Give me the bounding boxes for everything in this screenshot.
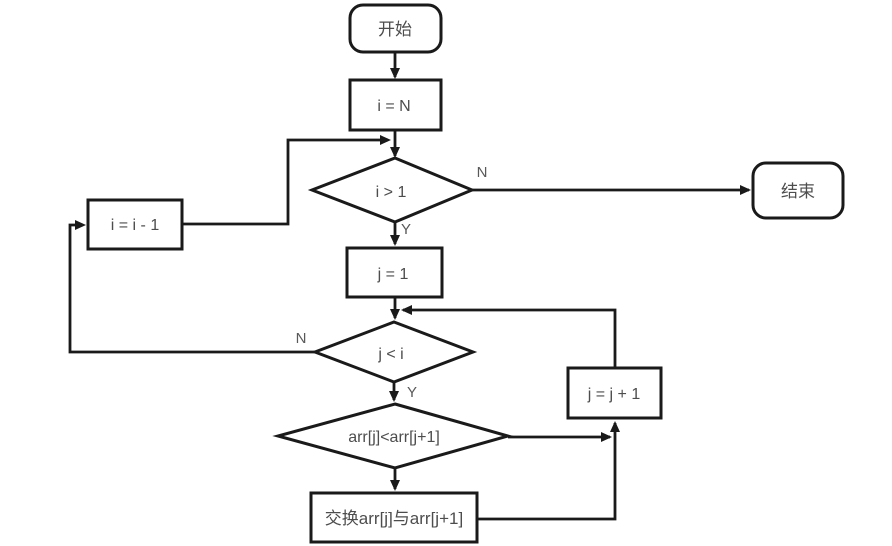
arrowhead-into-swap xyxy=(390,480,400,491)
node-set-i-n xyxy=(348,78,443,132)
arrowhead-into-dec-i xyxy=(75,220,86,230)
edge-dec-i-loop-to-cond-i xyxy=(182,138,388,226)
cond-i-gt-1-label: i > 1 xyxy=(376,184,407,201)
branch-labels: N Y N Y xyxy=(296,164,488,401)
cond-arr-compare-label: arr[j]<arr[j+1] xyxy=(348,429,440,446)
node-swap xyxy=(309,491,479,544)
set-i-n-label: i = N xyxy=(377,98,410,115)
flow-edges xyxy=(68,52,749,521)
node-inc-j xyxy=(566,366,663,420)
cond-j-lt-i-label: j < i xyxy=(377,346,403,363)
flow-nodes xyxy=(86,3,845,544)
node-end xyxy=(751,161,845,220)
cond-j-yes-label: Y xyxy=(407,384,417,401)
arrowhead-into-set-j xyxy=(390,235,400,246)
start-label: 开始 xyxy=(378,20,412,39)
end-label: 结束 xyxy=(781,182,815,201)
node-dec-i xyxy=(86,198,184,251)
arrowhead-join-inc-j-line xyxy=(601,432,612,442)
node-start xyxy=(348,3,443,54)
edge-swap-to-inc-j xyxy=(477,423,617,521)
edge-inc-j-return-to-cond-j xyxy=(403,308,617,368)
arrowhead-into-end xyxy=(740,185,751,195)
arrowhead-loop-join xyxy=(380,135,391,145)
arrowhead-into-inc-j xyxy=(610,421,620,432)
arrowhead-into-cond-i xyxy=(390,147,400,158)
node-cond-arr-compare xyxy=(272,402,514,470)
cond-j-no-label: N xyxy=(296,330,307,347)
arrowhead-return-join xyxy=(401,305,412,315)
cond-i-no-label: N xyxy=(477,164,488,181)
dec-i-label: i = i - 1 xyxy=(111,217,160,234)
arrowhead-into-cond-j xyxy=(390,309,400,320)
cond-i-yes-label: Y xyxy=(401,221,411,238)
inc-j-label: j = j + 1 xyxy=(587,386,641,403)
node-set-j-1 xyxy=(345,246,444,299)
flow-arrowheads xyxy=(75,68,751,491)
node-cond-j-lt-i xyxy=(310,320,478,384)
set-j-1-label: j = 1 xyxy=(377,266,409,283)
arrowhead-into-set-i xyxy=(390,68,400,79)
swap-label: 交换arr[j]与arr[j+1] xyxy=(325,509,463,528)
arrowhead-into-arr-compare xyxy=(389,391,399,402)
node-labels: 开始 i = N i > 1 结束 j = 1 j < i arr[j]<arr… xyxy=(111,20,815,528)
node-cond-i-gt-1 xyxy=(307,156,476,224)
